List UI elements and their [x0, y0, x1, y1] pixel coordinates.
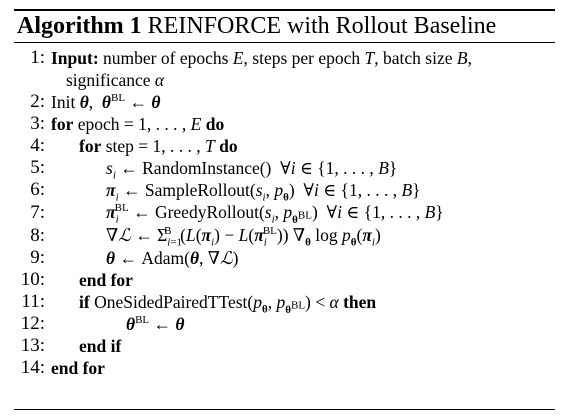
algorithm-line-4: 4: for step = 1, . . . , T do [14, 135, 555, 157]
line-number: 3: [30, 113, 45, 134]
line-number: 9: [30, 247, 45, 268]
algorithm-line-1: 1: Input: number of epochs E, steps per … [14, 47, 555, 69]
algorithm-line-9: 9: θ ← Adam(θ, ∇ℒ) [14, 247, 555, 269]
line-number: 8: [30, 225, 45, 246]
line-content: θBL ← θ [126, 314, 185, 334]
top-rule [14, 9, 555, 11]
algorithm-line-5: 5: si ← RandomInstance() ∀i ∈ {1, . . . … [14, 157, 555, 182]
algorithm-line-14: 14: end for [14, 357, 555, 379]
line-number: 10: [20, 269, 45, 290]
algorithm-label: Algorithm 1 [17, 13, 142, 39]
caption-rule [14, 42, 555, 43]
algorithm-line-13: 13: end if [14, 335, 555, 357]
input-keyword: Input: [51, 48, 99, 68]
line-number: 13: [20, 335, 45, 356]
line-content: Input: number of epochs E, steps per epo… [51, 48, 472, 68]
line-content: end for [51, 358, 105, 378]
line-number: 14: [20, 357, 45, 378]
line-content: πi ← SampleRollout(si, pθ) ∀i ∈ {1, . . … [106, 180, 421, 204]
line-number: 5: [30, 157, 45, 178]
line-number: 11: [21, 291, 45, 312]
line-content: for epoch = 1, . . . , E do [51, 114, 225, 134]
line-content: Init θ, θBL ← θ [51, 92, 161, 112]
line-content: if OneSidedPairedTTest(pθ, pθBL) < α the… [79, 292, 377, 316]
line-content: ∇ℒ ← Σi=1B (L(πi) − L(πiBL)) ∇θ log pθ(π… [106, 225, 381, 249]
line-number: 6: [30, 179, 45, 200]
algorithm-line-1-cont: significance α [14, 69, 555, 91]
algorithm-line-10: 10: end for [14, 269, 555, 291]
algorithm-line-3: 3: for epoch = 1, . . . , E do [14, 113, 555, 135]
line-number: 12: [20, 313, 45, 334]
algorithm-line-7: 7: πiBL ← GreedyRollout(si, pθBL) ∀i ∈ {… [14, 201, 555, 226]
algorithm-lines: 1: Input: number of epochs E, steps per … [14, 43, 555, 379]
bottom-rule [14, 409, 555, 410]
line-content: si ← RandomInstance() ∀i ∈ {1, . . . , B… [106, 158, 398, 182]
algorithm-line-8: 8: ∇ℒ ← Σi=1B (L(πi) − L(πiBL)) ∇θ log p… [14, 224, 555, 249]
line-number: 7: [30, 202, 45, 223]
algorithm-line-12: 12: θBL ← θ [14, 313, 555, 335]
line-number: 1: [30, 47, 45, 68]
line-content: significance α [66, 70, 165, 90]
algorithm-line-2: 2: Init θ, θBL ← θ [14, 91, 555, 113]
algorithm-line-11: 11: if OneSidedPairedTTest(pθ, pθBL) < α… [14, 291, 555, 316]
line-content: end if [79, 336, 122, 356]
algorithm-line-6: 6: πi ← SampleRollout(si, pθ) ∀i ∈ {1, .… [14, 179, 555, 204]
line-content: for step = 1, . . . , T do [79, 136, 238, 156]
line-content: πiBL ← GreedyRollout(si, pθBL) ∀i ∈ {1, … [106, 202, 444, 226]
line-number: 2: [30, 91, 45, 112]
line-content: end for [79, 270, 133, 290]
line-number: 4: [30, 135, 45, 156]
algorithm-caption: Algorithm 1 REINFORCE with Rollout Basel… [14, 11, 555, 42]
algorithm-title: REINFORCE with Rollout Baseline [147, 13, 497, 39]
algorithm-box: Algorithm 1 REINFORCE with Rollout Basel… [14, 9, 555, 410]
line-content: θ ← Adam(θ, ∇ℒ) [106, 248, 239, 268]
